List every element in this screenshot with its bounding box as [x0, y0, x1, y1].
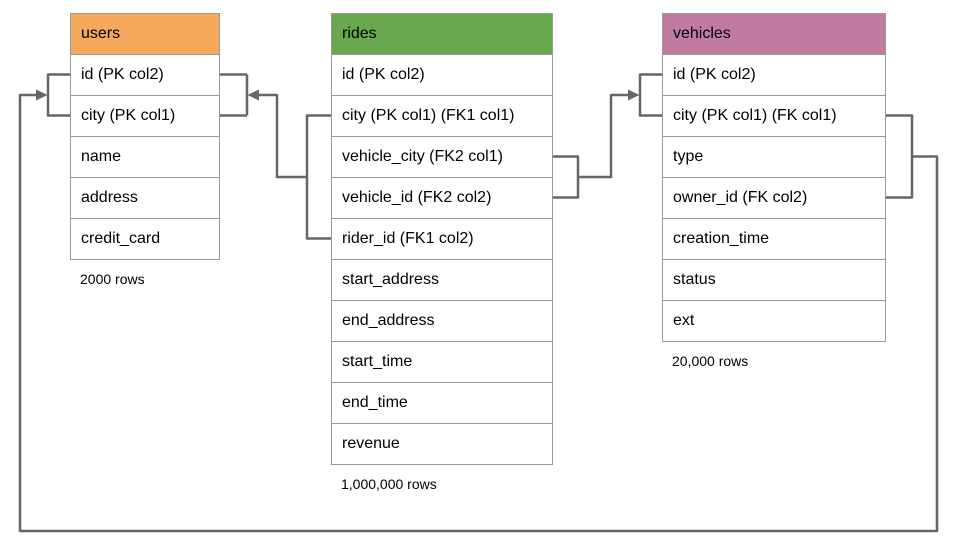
table-box: rides id (PK col2)city (PK col1) (FK1 co…: [331, 13, 553, 465]
column-row: city (PK col1) (FK col1): [663, 95, 885, 136]
table-rides: rides id (PK col2)city (PK col1) (FK1 co…: [331, 13, 553, 492]
column-row: id (PK col2): [71, 54, 219, 95]
column-row: ext: [663, 300, 885, 341]
column-row: revenue: [332, 423, 552, 464]
row-count-vehicles: 20,000 rows: [672, 353, 749, 369]
column-row: city (PK col1): [71, 95, 219, 136]
table-header-vehicles: vehicles: [663, 14, 885, 54]
column-row: credit_card: [71, 218, 219, 259]
column-row: status: [663, 259, 885, 300]
column-row: address: [71, 177, 219, 218]
table-title: users: [81, 25, 121, 42]
column-row: city (PK col1) (FK1 col1): [332, 95, 552, 136]
column-row: name: [71, 136, 219, 177]
column-row: start_time: [332, 341, 552, 382]
column-row: owner_id (FK col2): [663, 177, 885, 218]
table-header-rides: rides: [332, 14, 552, 54]
table-rows: id (PK col2)city (PK col1) (FK col1)type…: [663, 54, 885, 341]
column-row: end_address: [332, 300, 552, 341]
table-header-users: users: [71, 14, 219, 54]
table-vehicles: vehicles id (PK col2)city (PK col1) (FK …: [662, 13, 886, 369]
fk1-arrowhead-left-icon: [247, 89, 259, 101]
row-count-users: 2000 rows: [80, 271, 145, 287]
row-count-rides: 1,000,000 rows: [341, 476, 437, 492]
column-row: end_time: [332, 382, 552, 423]
column-row: vehicle_id (FK2 col2): [332, 177, 552, 218]
fk-arrowhead-right-icon: [36, 89, 48, 101]
table-rows: id (PK col2)city (PK col1) (FK1 col1)veh…: [332, 54, 552, 464]
column-row: type: [663, 136, 885, 177]
column-row: id (PK col2): [332, 54, 552, 95]
table-box: vehicles id (PK col2)city (PK col1) (FK …: [662, 13, 886, 342]
fk1-connector-rides-users: [220, 73, 331, 240]
column-row: id (PK col2): [663, 54, 885, 95]
table-title: vehicles: [673, 25, 731, 42]
column-row: rider_id (FK1 col2): [332, 218, 552, 259]
column-row: creation_time: [663, 218, 885, 259]
fk2-connector-rides-vehicles: [553, 73, 662, 199]
column-row: vehicle_city (FK2 col1): [332, 136, 552, 177]
table-title: rides: [342, 25, 377, 42]
column-row: start_address: [332, 259, 552, 300]
fk2-arrowhead-right-icon: [628, 89, 640, 101]
